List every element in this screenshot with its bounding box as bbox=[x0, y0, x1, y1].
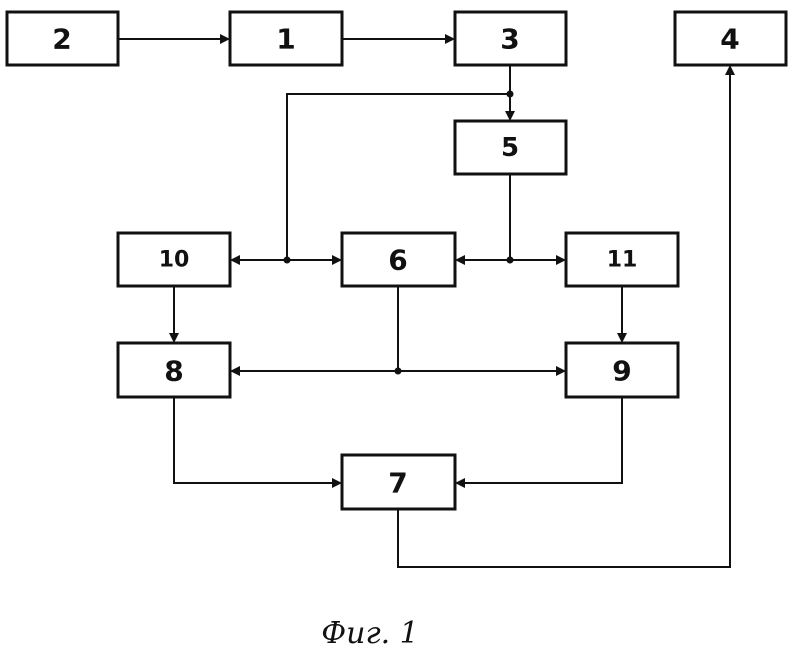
wire-10-to-8 bbox=[169, 286, 179, 343]
block-11-label: 11 bbox=[607, 248, 638, 273]
wire-to-6-right bbox=[455, 255, 510, 265]
block-5: 5 bbox=[455, 121, 566, 174]
wire-11-to-9 bbox=[617, 286, 627, 343]
block-9: 9 bbox=[566, 343, 678, 397]
figure-caption: Фиг. 1 bbox=[321, 616, 419, 651]
block-7: 7 bbox=[342, 455, 455, 509]
wire-to-10 bbox=[230, 255, 287, 265]
block-11: 11 bbox=[566, 233, 678, 286]
wire-8-to-7 bbox=[174, 397, 342, 488]
block-2-label: 2 bbox=[52, 23, 71, 56]
block-8-label: 8 bbox=[164, 355, 183, 388]
block-1-label: 1 bbox=[276, 23, 295, 56]
block-5-label: 5 bbox=[501, 133, 519, 163]
block-2: 2 bbox=[7, 12, 118, 65]
block-8: 8 bbox=[118, 343, 230, 397]
block-7-label: 7 bbox=[388, 467, 407, 500]
wire-to-11 bbox=[510, 255, 566, 265]
block-1: 1 bbox=[230, 12, 342, 65]
block-9-label: 9 bbox=[612, 355, 631, 388]
wire-9-to-7 bbox=[455, 397, 622, 488]
wire-to-9 bbox=[398, 366, 566, 376]
wire-2-to-1 bbox=[118, 34, 230, 44]
block-10-label: 10 bbox=[159, 248, 190, 273]
block-4: 4 bbox=[675, 12, 786, 65]
block-6: 6 bbox=[342, 233, 455, 286]
wire-6-down bbox=[395, 286, 402, 375]
block-3-label: 3 bbox=[500, 23, 519, 56]
block-6-label: 6 bbox=[388, 244, 407, 277]
block-10: 10 bbox=[118, 233, 230, 286]
wire-5-down bbox=[507, 174, 514, 264]
block-4-label: 4 bbox=[720, 23, 739, 56]
wire-1-to-3 bbox=[342, 34, 455, 44]
wire-to-6-left bbox=[284, 255, 343, 265]
block-3: 3 bbox=[455, 12, 566, 65]
wire-to-8 bbox=[230, 366, 398, 376]
